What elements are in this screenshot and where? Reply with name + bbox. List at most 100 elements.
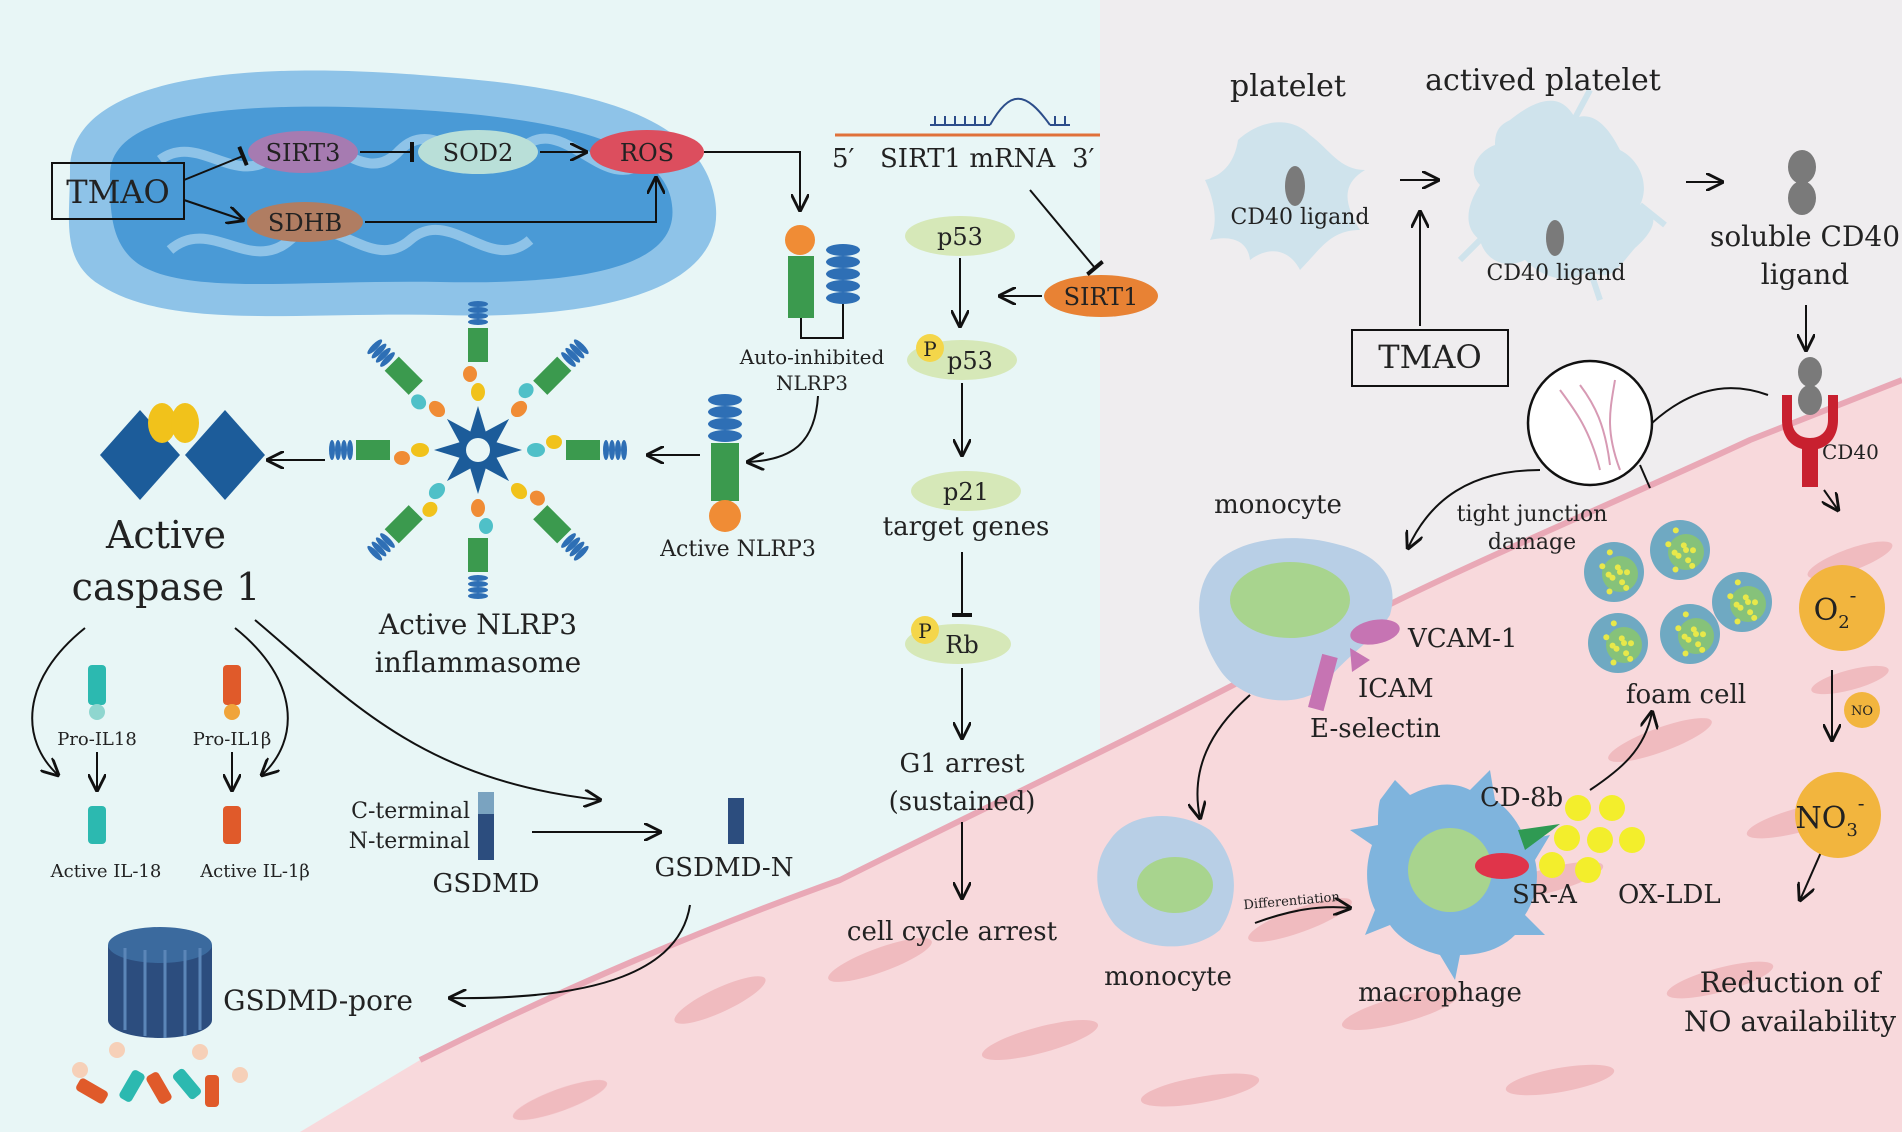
sod2-node: [418, 130, 538, 174]
caspase-label-line2: caspase 1: [72, 565, 261, 609]
cd40-label: CD40: [1822, 440, 1879, 464]
nitrate-circle: [1795, 772, 1881, 858]
monocyte-bottom-label: monocyte: [1104, 962, 1232, 992]
o2-sub: 2: [1838, 612, 1849, 633]
p53-pathway-arrows: [960, 189, 1104, 898]
sirt3-label: SIRT3: [266, 139, 341, 167]
tight-junction-label-line1: tight junction: [1457, 502, 1608, 527]
reduction-label-line2: NO availability: [1684, 1005, 1896, 1038]
monocyte-migration-arrow: [1197, 694, 1251, 818]
cd8b-receptor: [1518, 824, 1560, 850]
n-terminal-label: N-terminal: [349, 829, 470, 854]
gsdmd-n-icon: [728, 798, 744, 844]
mrna-5-prime: 5′: [832, 144, 855, 174]
sdhb-node: [247, 202, 363, 242]
active-il1b-label: Active IL-1β: [199, 861, 310, 882]
g1-arrest-line1: G1 arrest: [899, 749, 1025, 779]
ox-ldl-particles: [1539, 795, 1645, 883]
phosphate-label-1: P: [923, 337, 936, 361]
reduction-label-line1: Reduction of: [1700, 966, 1883, 999]
p21-label: p21: [943, 478, 989, 506]
sirt1-node: [1044, 275, 1158, 317]
cd40-ligand-label-1: CD40 ligand: [1231, 205, 1370, 230]
monocyte-icon-bottom: [1097, 816, 1234, 947]
active-il18-icon: [88, 806, 106, 844]
activated-platelet-icon: [1457, 88, 1667, 301]
auto-to-active-arrow: [748, 395, 819, 462]
mrna-label: SIRT1 mRNA: [880, 144, 1056, 174]
active-il18-label: Active IL-18: [50, 861, 162, 882]
mrna-3-prime: 3′: [1072, 144, 1095, 174]
o2-base: O: [1814, 593, 1839, 628]
tmao-box-right: [1351, 329, 1509, 387]
phosphate-marker-2: [911, 616, 939, 644]
cell-cycle-arrest-label: cell cycle arrest: [847, 917, 1058, 947]
macrophage-label: macrophage: [1358, 978, 1522, 1008]
sr-a-receptor: [1475, 853, 1529, 879]
tissue-cells: [512, 541, 1893, 1120]
tight-junction-label-line2: damage: [1488, 530, 1576, 555]
no3-sup: -: [1858, 791, 1865, 815]
gsdmd-c-terminal: [478, 792, 494, 814]
p21-node: [911, 471, 1021, 511]
differentiation-arrow: [1254, 907, 1350, 924]
rb-label: Rb: [945, 631, 978, 659]
macrophage-icon: [1350, 770, 1550, 980]
gsdmd-pore-icon: [108, 927, 212, 1038]
p53-phos-label: p53: [947, 347, 993, 375]
caspase-label-line1: Active: [105, 513, 226, 557]
c-terminal-label: C-terminal: [351, 799, 470, 824]
no-small-label: NO: [1851, 704, 1873, 719]
no3-base: NO: [1795, 801, 1846, 836]
platelet-icon: [1205, 122, 1365, 271]
vcam1-label: VCAM-1: [1407, 624, 1517, 654]
foam-cell-icon: [1584, 520, 1772, 673]
soluble-cd40-ligand-icon: [1788, 150, 1816, 215]
pro-il1b-icon: [223, 665, 241, 720]
tight-junction-magnifier-icon: [1526, 359, 1769, 489]
ros-node: [590, 130, 704, 174]
monocyte-top-label: monocyte: [1214, 490, 1342, 520]
gsdmd-n-terminal: [478, 814, 494, 860]
caspase-icon: [100, 403, 265, 500]
superoxide-label: O2-: [1814, 583, 1857, 633]
gsdmd-n-to-pore-arrow: [450, 904, 691, 998]
ox-ldl-label: OX-LDL: [1618, 880, 1721, 910]
pro-il1b-label: Pro-IL1β: [193, 729, 272, 750]
e-selectin-label: E-selectin: [1310, 714, 1441, 744]
pro-il18-icon: [88, 665, 106, 720]
released-cytokines: [72, 1042, 248, 1107]
soluble-cd40-label-line1: soluble CD40: [1710, 220, 1900, 253]
auto-inhibited-label-line1: Auto-inhibited: [739, 345, 885, 369]
phosphate-label-2: P: [918, 619, 931, 643]
cd40-ligand-label-2: CD40 ligand: [1487, 261, 1626, 286]
activated-platelet-label: actived platelet: [1425, 63, 1661, 98]
sod2-label: SOD2: [443, 139, 514, 167]
nlrp3-active-icon: [708, 394, 742, 532]
platelet-label: platelet: [1230, 69, 1346, 104]
sr-a-label: SR-A: [1512, 880, 1578, 910]
cd40-receptor-icon: [1782, 357, 1838, 487]
target-genes-label: target genes: [883, 512, 1050, 542]
no3-sub: 3: [1846, 820, 1857, 841]
p53-node: [905, 216, 1015, 256]
foam-cell-label: foam cell: [1626, 680, 1746, 710]
platelet-arrows: [1400, 180, 1838, 900]
tmao-label-left: TMAO: [66, 173, 169, 211]
sdhb-label: SDHB: [268, 209, 342, 237]
inflammasome-label-line1: Active NLRP3: [378, 608, 577, 641]
p53-label: p53: [937, 223, 983, 251]
sirt1-label: SIRT1: [1064, 283, 1139, 311]
mrna-ribosome-ticks: [930, 97, 1070, 126]
mito-arrows: [183, 142, 800, 222]
o2-sup: -: [1850, 583, 1857, 607]
endothelium-line: [418, 377, 1902, 1063]
inflammasome-icon: [329, 301, 627, 599]
monocyte-icon-top: [1199, 538, 1393, 701]
phosphate-marker-1: [916, 334, 944, 362]
superoxide-circle: [1799, 565, 1885, 651]
tmao-box-left: [51, 162, 185, 220]
gsdmd-pore-label: GSDMD-pore: [223, 984, 413, 1017]
active-nlrp3-label: Active NLRP3: [659, 537, 816, 562]
